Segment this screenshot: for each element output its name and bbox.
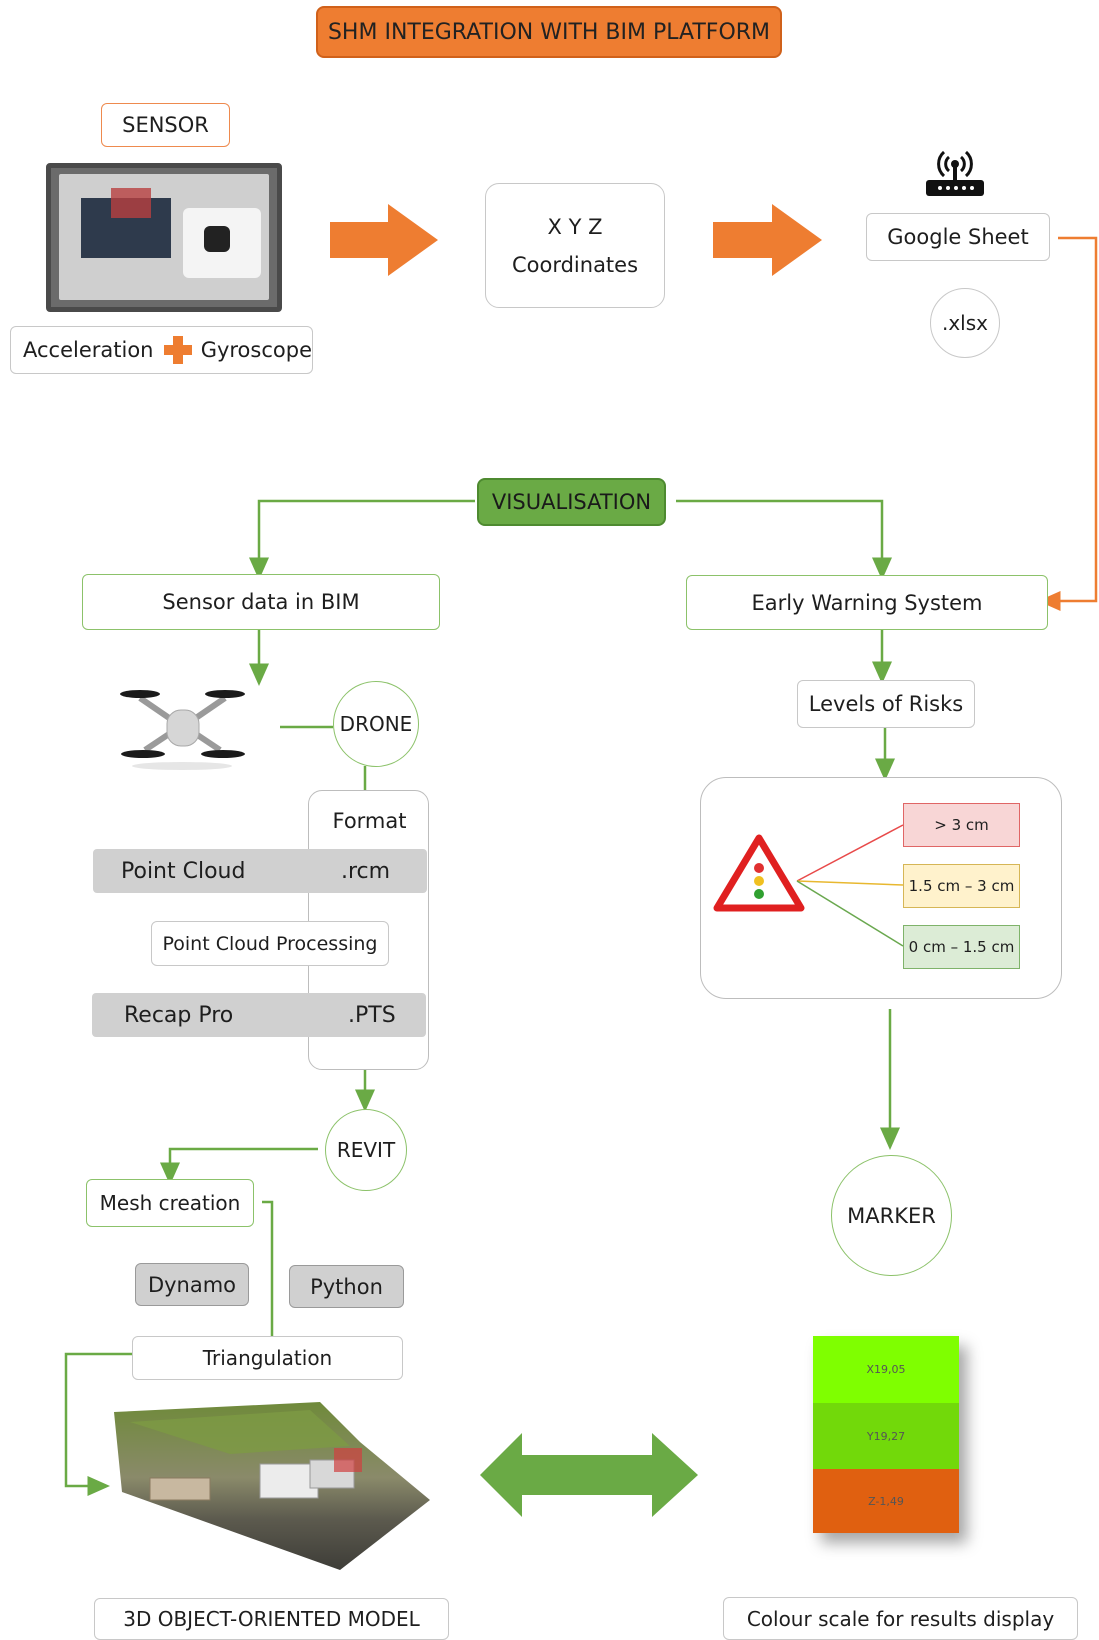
- marker-label: MARKER: [847, 1203, 936, 1228]
- diagram-title: SHM INTEGRATION WITH BIM PLATFORM: [316, 6, 782, 58]
- revit-circle: REVIT: [325, 1109, 407, 1191]
- sensor-label: SENSOR: [101, 103, 230, 147]
- line-vis-left: [249, 499, 475, 580]
- visualisation-label: VISUALISATION: [491, 490, 652, 514]
- mesh-creation-box: Mesh creation: [86, 1179, 254, 1227]
- xyz-line2: Coordinates: [511, 252, 639, 277]
- arrow-xyz-to-sheet: [713, 204, 822, 276]
- dynamo-label: Dynamo: [147, 1272, 237, 1297]
- sensor-axes-box: Acceleration Gyroscope: [10, 326, 313, 374]
- xyz-line1: X Y Z: [547, 214, 603, 239]
- line-mesh-to-triangulation: [262, 1200, 274, 1336]
- line-triangulation-to-model: [64, 1352, 132, 1496]
- colour-scale: X19,05 Y19,27 Z-1,49: [813, 1336, 959, 1533]
- dynamo-box: Dynamo: [135, 1263, 249, 1306]
- recap-pro-label: Recap Pro: [124, 1002, 234, 1028]
- 3d-model-image: [110, 1382, 430, 1572]
- mesh-creation-label: Mesh creation: [99, 1191, 241, 1215]
- model-caption-box: 3D OBJECT-ORIENTED MODEL: [94, 1598, 449, 1640]
- double-arrow: [480, 1433, 698, 1517]
- risk-level-high-label: > 3 cm: [934, 816, 989, 834]
- google-sheet-box: Google Sheet: [866, 213, 1050, 261]
- triangulation-box: Triangulation: [132, 1336, 403, 1380]
- risk-level-medium: 1.5 cm – 3 cm: [903, 864, 1020, 908]
- line-revit-to-mesh: [160, 1147, 318, 1185]
- colour-scale-segment-label: Y19,27: [866, 1429, 906, 1443]
- sensor-data-bim-label: Sensor data in BIM: [162, 590, 360, 614]
- plus-icon: [163, 336, 192, 364]
- recap-pro-row: Recap Pro .PTS: [92, 993, 426, 1037]
- sensor-data-bim-box: Sensor data in BIM: [82, 574, 440, 630]
- colour-scale-segment: X19,05: [813, 1336, 959, 1403]
- visualisation-box: VISUALISATION: [477, 478, 666, 526]
- risk-level-low-label: 0 cm – 1.5 cm: [908, 938, 1015, 956]
- point-cloud-label: Point Cloud: [121, 858, 246, 884]
- colour-scale-segment: Z-1,49: [813, 1469, 959, 1533]
- risk-level-low: 0 cm – 1.5 cm: [903, 925, 1020, 969]
- arrow-sensor-to-xyz: [330, 204, 438, 276]
- diagram-title-text: SHM INTEGRATION WITH BIM PLATFORM: [327, 19, 771, 45]
- drone-image: [115, 680, 250, 770]
- early-warning-label: Early Warning System: [751, 590, 983, 615]
- drone-circle: DRONE: [333, 681, 419, 767]
- marker-circle: MARKER: [831, 1155, 952, 1276]
- drone-label: DRONE: [339, 712, 413, 736]
- risk-levels-panel: > 3 cm 1.5 cm – 3 cm 0 cm – 1.5 cm: [700, 777, 1062, 999]
- xyz-coordinates-box: X Y Z Coordinates: [485, 183, 665, 308]
- sensor-label-text: SENSOR: [122, 113, 209, 137]
- line-vis-right: [676, 499, 892, 580]
- xlsx-circle: .xlsx: [930, 288, 1000, 358]
- colour-scale-segment-label: X19,05: [866, 1363, 906, 1376]
- colour-scale-segment: Y19,27: [813, 1403, 959, 1469]
- xlsx-label: .xlsx: [941, 311, 988, 335]
- risk-connectors: [713, 824, 904, 947]
- rcm-label: .rcm: [341, 858, 391, 884]
- levels-of-risks-box: Levels of Risks: [797, 680, 975, 728]
- point-cloud-processing-label: Point Cloud Processing: [162, 932, 378, 955]
- levels-of-risks-label: Levels of Risks: [808, 692, 964, 716]
- colour-scale-segment-label: Z-1,49: [868, 1494, 904, 1508]
- router-icon: [924, 138, 986, 200]
- triangulation-label: Triangulation: [202, 1346, 333, 1370]
- risk-level-high: > 3 cm: [903, 803, 1020, 847]
- revit-label: REVIT: [336, 1138, 396, 1162]
- model-caption: 3D OBJECT-ORIENTED MODEL: [123, 1607, 420, 1631]
- early-warning-box: Early Warning System: [686, 575, 1048, 630]
- point-cloud-processing-box: Point Cloud Processing: [151, 921, 389, 966]
- pts-label: .PTS: [348, 1002, 396, 1028]
- python-box: Python: [289, 1265, 404, 1308]
- point-cloud-row: Point Cloud .rcm: [93, 849, 427, 893]
- google-sheet-label: Google Sheet: [887, 225, 1029, 249]
- colour-scale-caption-box: Colour scale for results display: [723, 1597, 1078, 1640]
- colour-scale-caption: Colour scale for results display: [746, 1606, 1055, 1631]
- python-label: Python: [310, 1274, 383, 1299]
- sensor-photo: [46, 163, 282, 312]
- line-sheet-to-ews: [1038, 236, 1098, 611]
- gyroscope-label: Gyroscope: [200, 338, 312, 362]
- acceleration-label: Acceleration: [23, 338, 154, 362]
- format-label: Format: [332, 809, 407, 833]
- risk-level-medium-label: 1.5 cm – 3 cm: [908, 877, 1015, 895]
